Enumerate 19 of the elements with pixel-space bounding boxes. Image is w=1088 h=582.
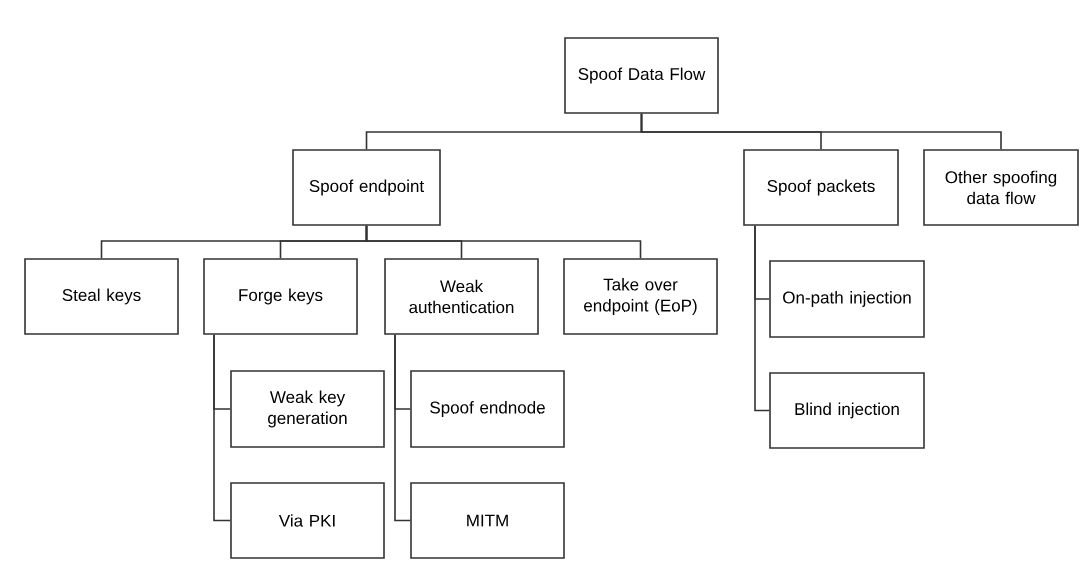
tree-box: Blind injection: [769, 372, 925, 449]
tree-box: Spoof endnode: [410, 370, 565, 448]
connector-line: [213, 334, 231, 522]
tree-box: Spoof endpoint: [292, 149, 441, 226]
tree-box: Weak authentication: [384, 258, 539, 335]
tree-box: On-path injection: [769, 260, 925, 338]
connector-line: [640, 113, 1002, 150]
tree-box: Forge keys: [203, 258, 358, 335]
tree-box: Steal keys: [24, 258, 179, 335]
tree-box: Other spoofing data flow: [923, 149, 1079, 226]
tree-box: Spoof packets: [743, 149, 899, 226]
tree-box: Spoof Data Flow: [564, 37, 719, 114]
connector-line: [754, 225, 770, 412]
tree-box: Take over endpoint (EoP): [563, 258, 718, 335]
tree-box: MITM: [410, 482, 565, 559]
tree-box: Via PKI: [230, 482, 385, 559]
connector-line: [365, 225, 642, 259]
connector-line: [394, 334, 411, 522]
tree-box: Weak key generation: [230, 370, 385, 448]
